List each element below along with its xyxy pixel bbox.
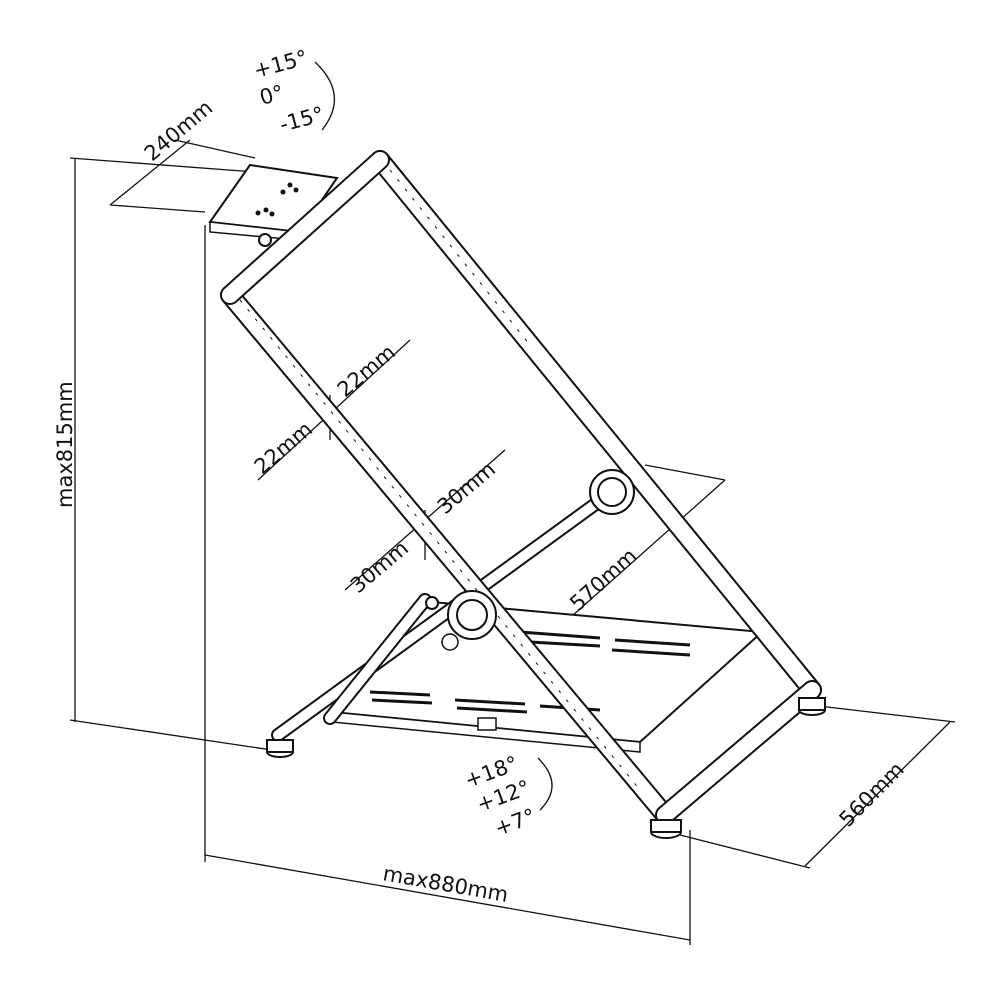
rear-brace [271,485,619,742]
label-tube-30-top: 30mm [433,457,500,519]
label-wheel-tilt-up: +15° [251,45,310,82]
label-tube-30-bottom: 30mm [346,536,413,598]
label-max-height: max815mm [53,381,77,508]
feet [266,697,826,839]
frame-rails [220,150,822,825]
wheel-tilt-arrow-icon [314,61,335,131]
label-wheel-tilt-down: -15° [277,102,326,137]
pivot-knobs [425,469,635,651]
label-plate-depth: 240mm [140,95,217,165]
label-rail-spacing: 570mm [565,544,641,616]
label-width: 560mm [835,757,909,831]
label-wheel-tilt-zero: 0° [257,80,286,109]
label-tube-22-top: 22mm [333,340,400,402]
label-max-length: max880mm [381,861,510,907]
label-tube-22-bottom: 22mm [250,417,317,479]
pedal-tilt-arrow-icon [537,757,553,811]
